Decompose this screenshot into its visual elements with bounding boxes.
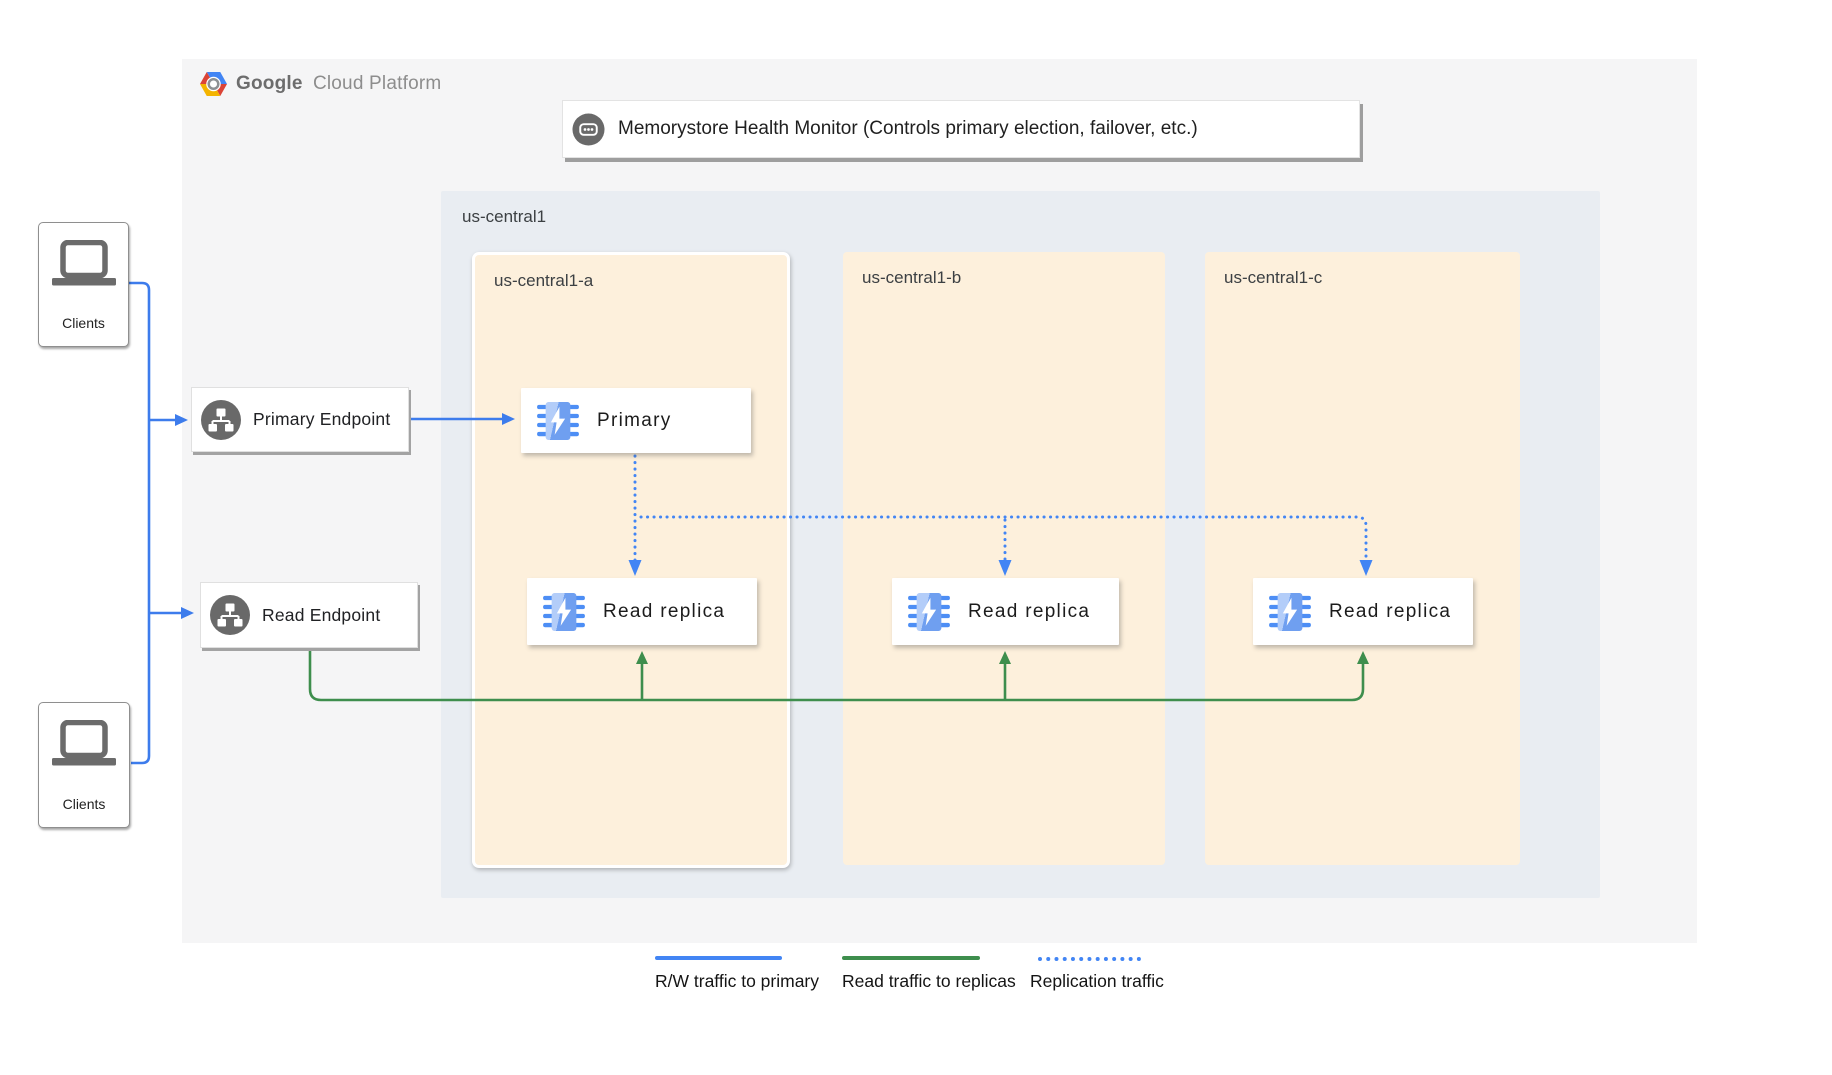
legend-replication-traffic-label: Replication traffic [1030,971,1164,991]
brand-text: Google Cloud Platform [236,73,441,95]
zone-b-label: us-central1-b [862,268,962,287]
zone-us-central1-b: us-central1-b [843,252,1165,865]
read-replica-c-box: Read replica [1253,578,1473,645]
laptop-icon [51,239,116,292]
memorystore-icon [543,592,585,631]
memorystore-icon [537,401,579,440]
legend-replication-traffic: Replication traffic [1030,956,1164,992]
legend-swatch-solid-green [842,956,980,960]
legend-read-traffic: Read traffic to replicas [842,956,1016,992]
zone-us-central1-c: us-central1-c [1205,252,1520,865]
network-endpoint-icon [210,595,250,635]
memorystore-icon [908,592,950,631]
zone-c-label: us-central1-c [1224,268,1323,287]
read-endpoint-box: Read Endpoint [200,582,418,648]
zone-us-central1-a: us-central1-a [472,252,790,868]
memorystore-icon [1269,592,1311,631]
zone-a-label: us-central1-a [494,271,594,290]
brand-google: Google [236,73,303,94]
gcp-brand: Google Cloud Platform [200,72,441,96]
health-monitor-box: Memorystore Health Monitor (Controls pri… [562,100,1360,158]
legend-swatch-dotted-blue [1038,957,1141,961]
clients-trunk-line [129,281,151,765]
clients-bottom-box: Clients [38,702,130,828]
region-us-central1: us-central1 us-central1-a us-central1-b … [441,191,1600,898]
legend-rw-traffic: R/W traffic to primary [655,956,819,992]
read-endpoint-label: Read Endpoint [262,604,381,625]
clients-top-box: Clients [38,222,129,347]
network-endpoint-icon [201,399,241,440]
read-replica-a-label: Read replica [603,600,726,622]
legend-swatch-solid-blue [655,956,782,960]
gcp-hexagon-logo [200,72,227,96]
region-label: us-central1 [462,207,547,226]
service-ellipsis-icon [572,112,605,146]
primary-endpoint-box: Primary Endpoint [191,387,409,452]
read-replica-b-label: Read replica [968,600,1091,622]
legend-rw-traffic-label: R/W traffic to primary [655,971,820,991]
clients-bottom-label: Clients [62,796,106,812]
health-monitor-label: Memorystore Health Monitor (Controls pri… [618,118,1198,139]
legend-read-traffic-label: Read traffic to replicas [842,971,1016,991]
primary-node-label: Primary [597,409,672,431]
read-replica-b-box: Read replica [892,578,1119,645]
primary-endpoint-label: Primary Endpoint [253,409,391,429]
laptop-icon [52,719,116,772]
read-replica-a-box: Read replica [527,578,757,645]
read-replica-c-label: Read replica [1329,600,1452,622]
clients-top-label: Clients [62,315,105,331]
brand-cloud-platform: Cloud Platform [312,73,442,94]
primary-node-box: Primary [521,388,751,453]
